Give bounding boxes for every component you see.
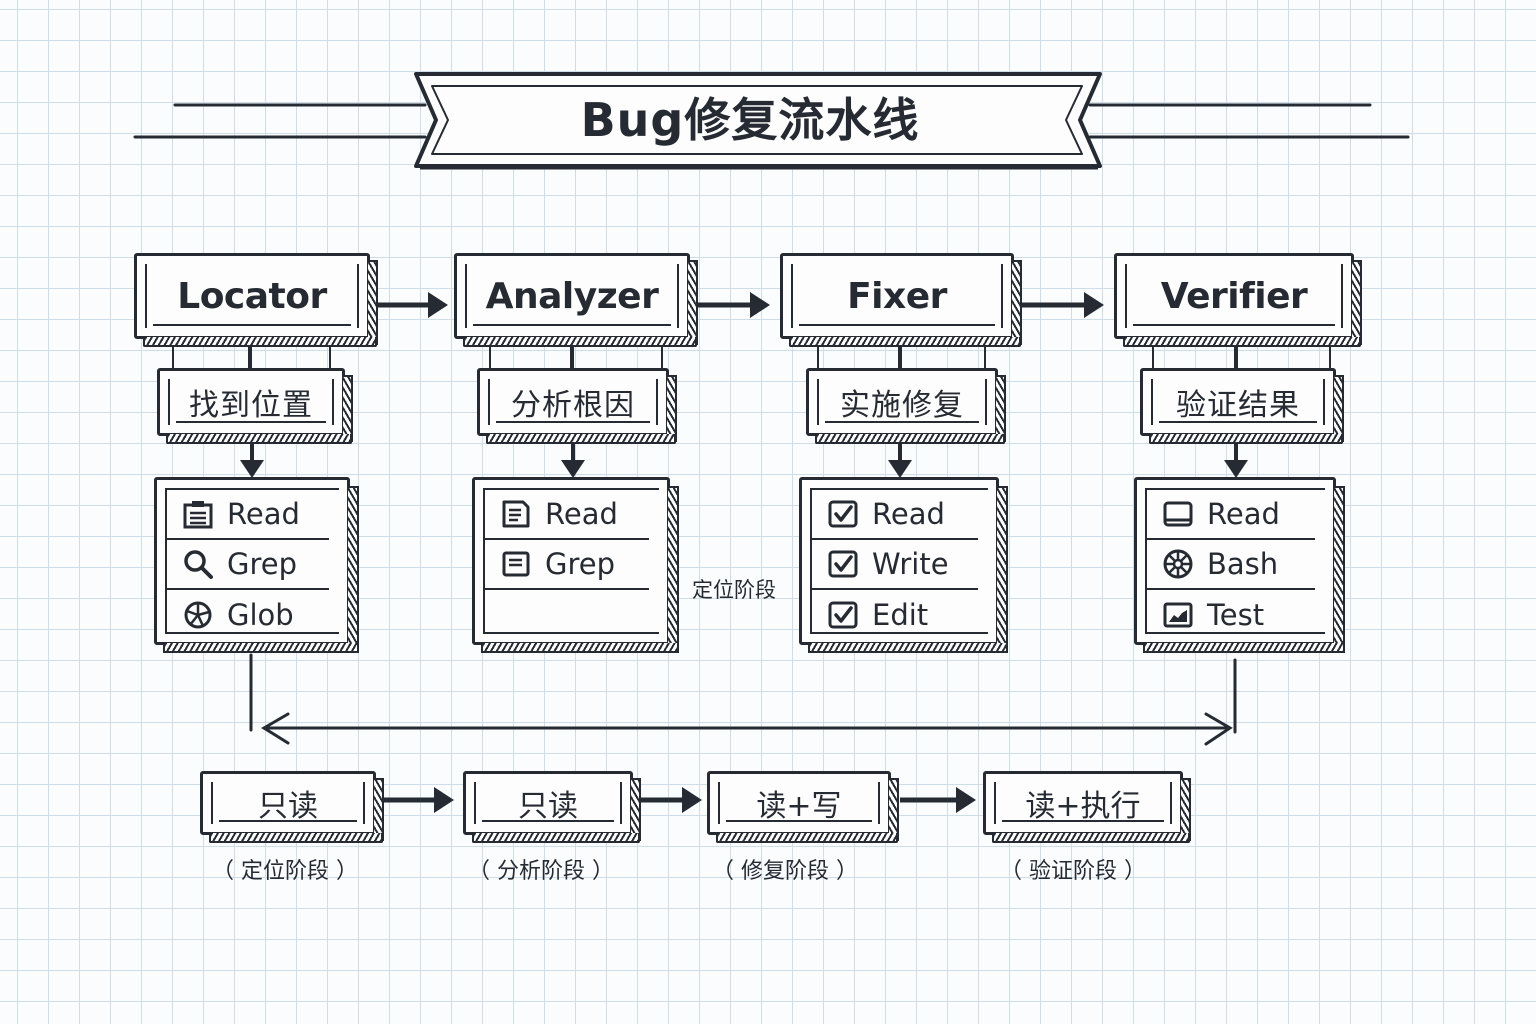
side-note: 定位阶段 [692,578,776,602]
tool-item[interactable]: Write [812,540,978,590]
frame [474,782,622,824]
wheel-icon [1161,547,1195,581]
tools-analyzer: Read Grep [472,477,679,653]
task-tool-arrows [240,440,1248,478]
agent-locator[interactable]: Locator [134,253,378,347]
tool-label: Read [545,497,618,531]
frame [791,264,1003,328]
tool-item-empty [485,590,649,640]
frame [465,264,679,328]
tool-label: Test [1207,598,1265,632]
tools-locator: Read Grep Glob [154,477,359,653]
tool-label: Read [227,497,300,531]
tool-label: Bash [1207,547,1279,581]
span-arrow [249,653,1237,746]
header-task-connectors [172,345,1331,370]
document-icon [499,547,533,581]
tools-verifier: Read Bash Test [1134,477,1345,653]
task-analyzer: 分析根因 [477,368,677,444]
permission-label: 读+写 [756,789,842,824]
tool-item[interactable]: Edit [812,590,978,640]
tool-label: Read [1207,497,1280,531]
permission-analyzer: 只读 [463,771,641,843]
task-label: 验证结果 [1176,388,1300,423]
laptop-icon [1161,497,1195,531]
permission-label: 只读 [518,789,578,824]
checkbox-icon [826,598,860,632]
agent-name: Fixer [847,275,947,317]
tool-item[interactable]: Read [167,490,329,540]
permission-label: 只读 [258,789,318,824]
agent-name: Verifier [1160,275,1308,317]
agent-name: Locator [177,275,327,317]
tool-item[interactable]: Grep [485,540,649,590]
phase-label-verifier: （ 验证阶段 ） [1000,859,1146,884]
frame [165,488,339,634]
tool-item[interactable]: Read [485,490,649,540]
phase-label-locator: （ 定位阶段 ） [212,859,358,884]
tool-item[interactable]: Grep [167,540,329,590]
globe-icon [181,598,215,632]
frame [1151,379,1325,425]
permission-verifier: 读+执行 [983,771,1191,843]
clipboard-icon [181,497,215,531]
frame [817,379,987,425]
permission-locator: 只读 [200,771,384,843]
permission-label: 读+执行 [1025,789,1141,824]
phase-label-fixer: （ 修复阶段 ） [712,859,858,884]
tool-item[interactable]: Read [812,490,978,540]
tool-item[interactable]: Bash [1147,540,1315,590]
tool-label: Glob [227,598,294,632]
frame [488,379,658,425]
phase-label-analyzer: （ 分析阶段 ） [468,859,614,884]
search-icon [181,547,215,581]
task-label: 找到位置 [189,388,313,423]
document-icon [499,497,533,531]
frame [994,782,1172,824]
tool-label: Edit [872,598,929,632]
permission-fixer: 读+写 [707,771,899,843]
agent-verifier[interactable]: Verifier [1114,253,1362,347]
task-label: 实施修复 [840,388,964,423]
frame [718,782,880,824]
tool-label: Read [872,497,945,531]
tools-fixer: Read Write Edit [799,477,1008,653]
task-fixer: 实施修复 [806,368,1006,444]
task-verifier: 验证结果 [1140,368,1344,444]
frame [168,379,334,425]
tool-item[interactable]: Glob [167,590,329,640]
frame [211,782,365,824]
task-label: 分析根因 [511,388,635,423]
checkbox-icon [826,497,860,531]
tool-item[interactable]: Read [1147,490,1315,540]
tool-item[interactable]: Test [1147,590,1315,640]
task-locator: 找到位置 [157,368,353,444]
frame [810,488,988,634]
frame [145,264,359,328]
tool-label: Write [872,547,949,581]
frame [1145,488,1325,634]
agent-name: Analyzer [485,275,659,317]
agent-fixer[interactable]: Fixer [780,253,1022,347]
frame [483,488,659,634]
tool-label: Grep [227,547,298,581]
tool-label: Grep [545,547,616,581]
agent-analyzer[interactable]: Analyzer [454,253,698,347]
chart-icon [1161,598,1195,632]
page-title: Bug修复流水线 [580,93,920,147]
checkbox-icon [826,547,860,581]
frame [1125,264,1343,328]
